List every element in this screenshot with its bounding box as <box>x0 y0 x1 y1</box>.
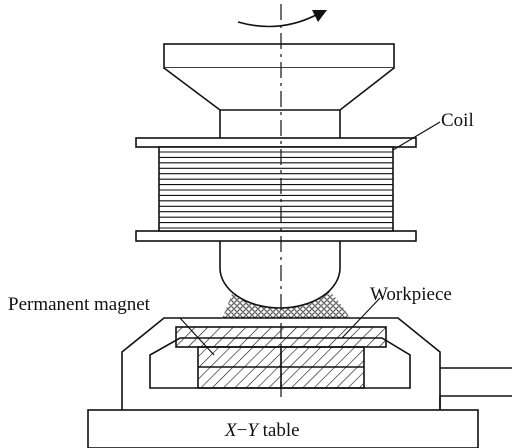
leader-lines <box>179 121 441 356</box>
rotation-arrow-icon <box>237 10 327 28</box>
tool-tip <box>219 256 341 309</box>
coil <box>135 137 417 242</box>
coil-label: Coil <box>441 110 474 131</box>
xy-table-label-dash: − <box>236 420 248 441</box>
permanent-magnet-label: Permanent magnet <box>8 294 150 315</box>
spindle-chuck <box>163 43 395 111</box>
workpiece-label: Workpiece <box>370 284 452 305</box>
xy-table-label: X−Y table <box>225 421 300 440</box>
xy-table-label-x: X <box>225 420 237 441</box>
xy-table-label-y: Y <box>247 420 258 441</box>
xy-table-label-suffix: table <box>257 420 300 441</box>
xy-table <box>87 409 479 448</box>
